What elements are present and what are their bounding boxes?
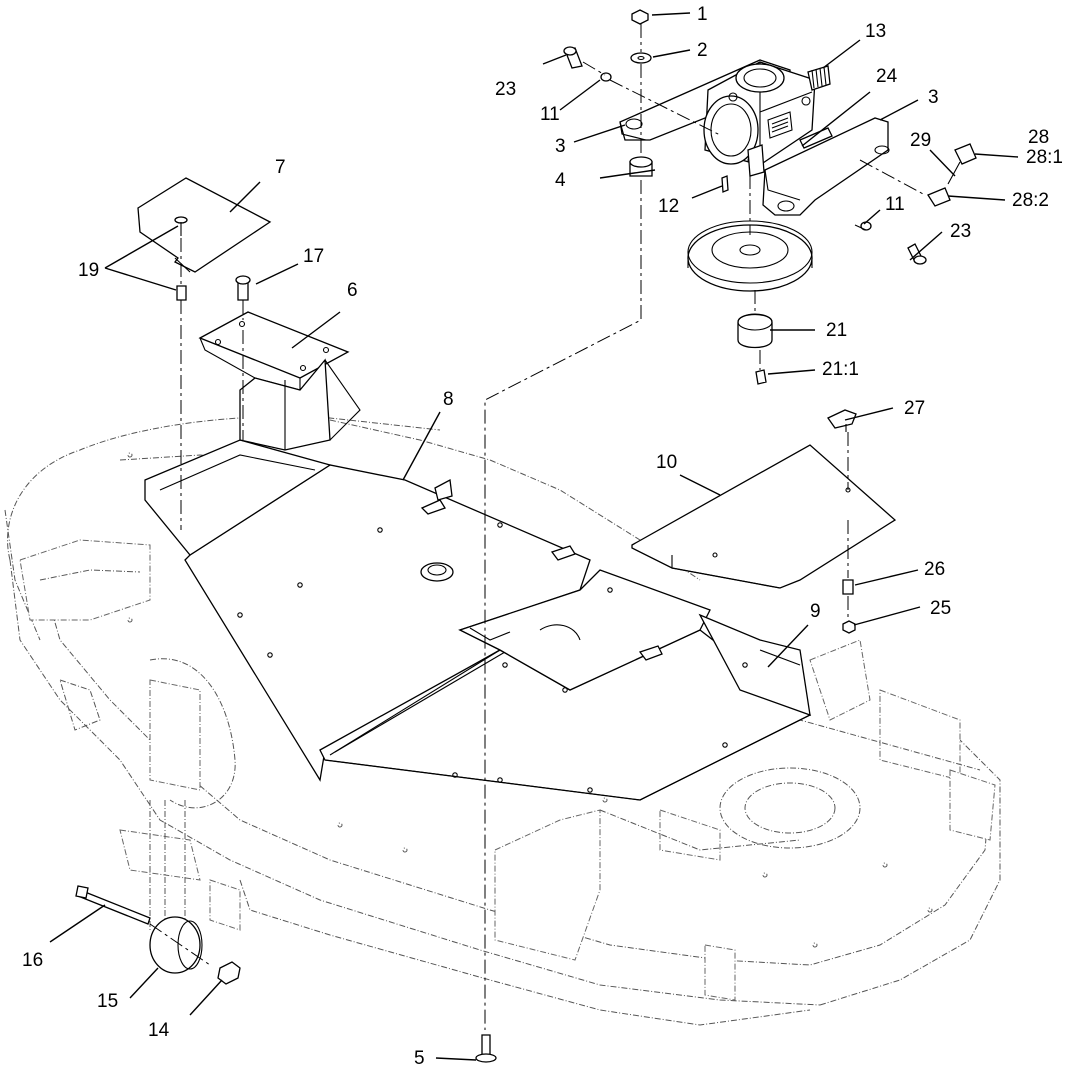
part-6-bracket [198,311,361,451]
callout-11-right: 11 [885,194,905,215]
callout-24: 24 [876,66,898,87]
callout-6: 6 [347,280,358,301]
callout-19: 19 [78,260,99,281]
hardware [75,9,977,1063]
callout-21-1: 21:1 [822,359,859,380]
callout-1: 1 [697,4,708,25]
callout-14: 14 [148,1020,170,1041]
callout-12: 12 [658,196,679,217]
callout-26: 26 [924,559,945,580]
callout-4: 4 [555,170,566,191]
part-7-shield [137,177,272,273]
callout-7: 7 [275,157,286,178]
callout-23-right: 23 [950,221,971,242]
callout-8: 8 [443,389,454,410]
callout-28: 28 [1028,127,1049,148]
callout-3-right: 3 [928,87,939,108]
callout-21: 21 [826,320,847,341]
callout-11-left: 11 [540,104,560,125]
callout-labels: 1 2 3 3 4 5 6 7 8 9 10 11 11 12 13 14 15… [22,4,1063,1069]
callout-3-left: 3 [555,136,566,157]
callout-13: 13 [865,21,886,42]
callout-5: 5 [414,1048,425,1069]
callout-27: 27 [904,398,925,419]
callout-15: 15 [97,991,118,1012]
leader-lines [49,12,1019,1061]
callout-23-left: 23 [495,79,516,100]
part-10-cover [631,444,897,589]
part-21-hub [737,313,773,385]
callout-28-1: 28:1 [1026,147,1063,168]
deck-cover-plates [144,439,812,801]
callout-25: 25 [930,598,951,619]
mower-deck-phantom [4,416,1001,1026]
assembly-lines [149,24,926,1030]
gearbox-assembly [619,59,890,216]
callout-9: 9 [810,601,821,622]
callout-16: 16 [22,950,43,971]
callout-2: 2 [697,40,708,61]
callout-17: 17 [303,246,324,267]
callout-28-2: 28:2 [1012,190,1049,211]
part-27-knob [827,409,857,432]
callout-10: 10 [656,452,677,473]
callout-29: 29 [910,130,931,151]
